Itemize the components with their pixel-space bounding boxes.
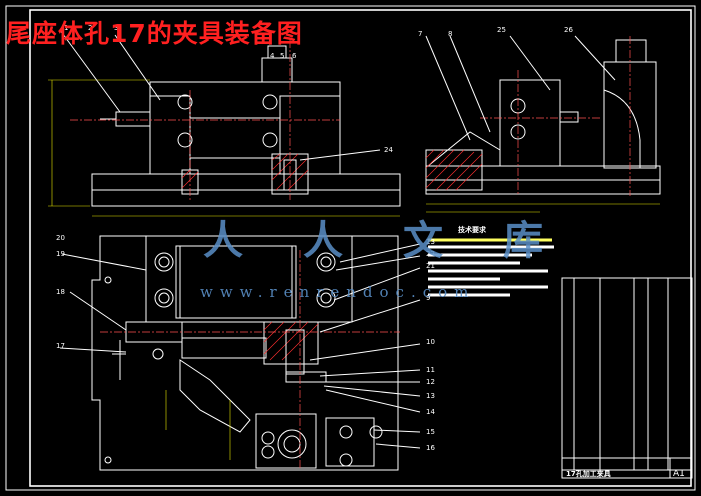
part-label-11: 11 (426, 366, 435, 374)
part-label-16: 16 (426, 444, 435, 452)
part-label-3: 3 (114, 24, 118, 32)
part-label-13: 13 (426, 392, 435, 400)
part-number-labels: 2625242322212019181716151413121110987654… (56, 24, 573, 452)
parts-list-table: 17孔加工夹具 A1 (561, 277, 693, 479)
title-block-sheet-size: A1 (673, 469, 685, 479)
watermark-url: www.renrendoc.com (200, 283, 476, 301)
part-label-8: 8 (448, 30, 452, 38)
inner-frame (29, 9, 692, 487)
tech-requirements-heading: 技术要求 (458, 225, 487, 234)
part-label-22: 22 (426, 250, 435, 258)
watermark-logo: 人人文库 (203, 217, 603, 264)
part-label-7: 7 (418, 30, 422, 38)
drawing-frame (5, 5, 696, 491)
part-label-2: 2 (88, 24, 92, 32)
part-label-18: 18 (56, 288, 65, 296)
part-label-12: 12 (426, 378, 435, 386)
part-label-21: 21 (426, 262, 435, 270)
part-label-4: 4 (270, 52, 275, 60)
part-label-6: 6 (292, 52, 297, 60)
part-label-24: 24 (384, 146, 393, 154)
part-label-25: 25 (497, 26, 506, 34)
part-label-14: 14 (426, 408, 435, 416)
title-block-drawing-name: 17孔加工夹具 (566, 469, 611, 478)
part-label-20: 20 (56, 234, 65, 242)
front-view (48, 29, 401, 217)
part-label-15: 15 (426, 428, 435, 436)
plan-view (59, 235, 421, 471)
part-label-26: 26 (564, 26, 573, 34)
part-label-9: 9 (426, 294, 430, 302)
side-view (425, 35, 661, 213)
part-label-23: 23 (426, 238, 435, 246)
part-label-1: 1 (64, 24, 68, 32)
part-label-5: 5 (280, 52, 284, 60)
part-label-19: 19 (56, 250, 65, 258)
part-label-17: 17 (56, 342, 65, 350)
drawing-title: 尾座体孔17的夹具装备图 (6, 19, 303, 48)
technical-requirements: 技术要求 (428, 225, 554, 297)
part-label-10: 10 (426, 338, 435, 346)
